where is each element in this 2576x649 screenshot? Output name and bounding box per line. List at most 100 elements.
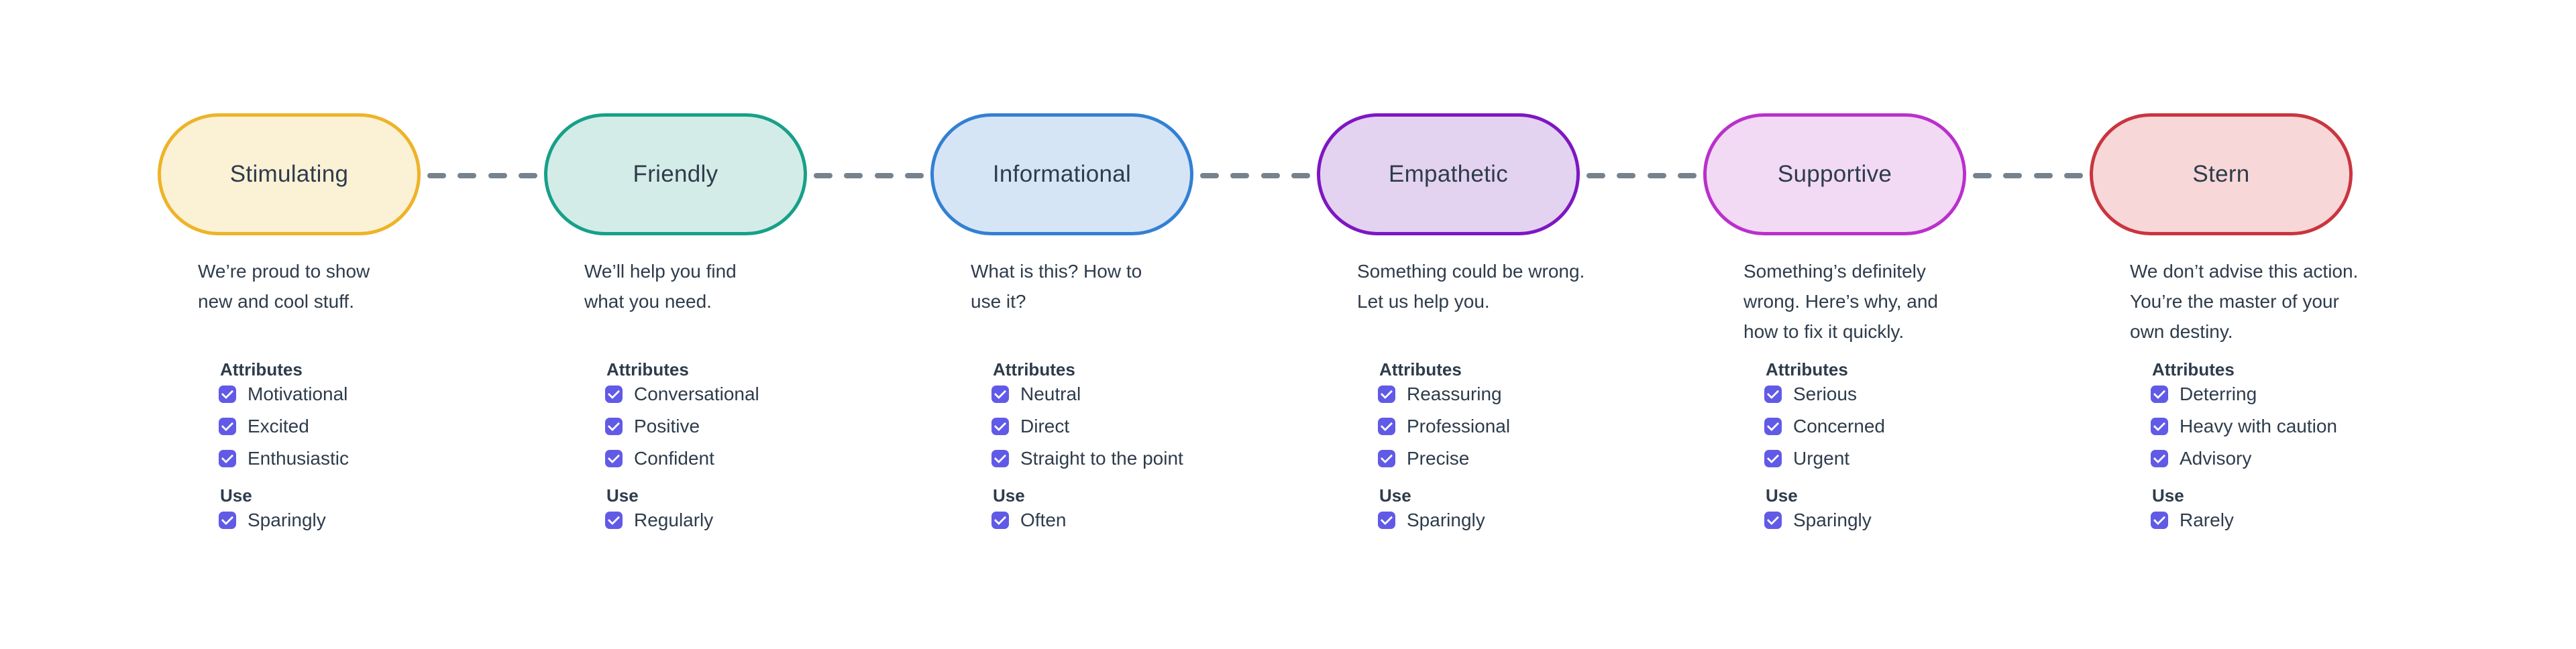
- checkbox-checked-icon[interactable]: [219, 512, 236, 529]
- dashed-connector: [814, 173, 924, 178]
- checkmark-icon: [1766, 451, 1780, 464]
- use-heading: Use: [2152, 485, 2184, 506]
- checkbox-checked-icon[interactable]: [2151, 450, 2168, 467]
- use-label-text: Sparingly: [1793, 510, 1872, 530]
- attribute-row: Neutral: [991, 384, 1193, 404]
- use-list: Sparingly: [1378, 510, 1580, 530]
- attribute-row: Serious: [1764, 384, 1966, 404]
- use-heading: Use: [1766, 485, 1798, 506]
- checkbox-checked-icon[interactable]: [2151, 386, 2168, 403]
- dash-segment: [904, 173, 924, 178]
- tone-name: Informational: [992, 161, 1132, 187]
- checkbox-checked-icon[interactable]: [1764, 512, 1782, 529]
- attribute-row: Enthusiastic: [219, 448, 421, 469]
- dash-segment: [427, 173, 446, 178]
- checkbox-checked-icon[interactable]: [991, 512, 1009, 529]
- attribute-row: Motivational: [219, 384, 421, 404]
- tone-name: Stimulating: [229, 161, 349, 187]
- dash-segment: [488, 173, 507, 178]
- attributes-list: Neutral Direct Straight to the point: [991, 384, 1193, 469]
- tone-column-informational: Informational What is this? How to use i…: [930, 113, 1193, 544]
- attribute-row: Advisory: [2151, 448, 2353, 469]
- checkmark-icon: [2153, 418, 2166, 432]
- dash-segment: [1587, 173, 1605, 178]
- checkmark-icon: [1766, 418, 1780, 432]
- checkbox-checked-icon[interactable]: [605, 512, 623, 529]
- attribute-label: Confident: [634, 448, 714, 469]
- checkbox-checked-icon[interactable]: [219, 386, 236, 403]
- dash-segment: [1973, 173, 1992, 178]
- use-heading: Use: [993, 485, 1025, 506]
- attribute-row: Excited: [219, 416, 421, 436]
- checkbox-checked-icon[interactable]: [1378, 386, 1395, 403]
- dash-segment: [2063, 173, 2083, 178]
- checkbox-checked-icon[interactable]: [991, 450, 1009, 467]
- attributes-heading: Attributes: [1766, 359, 1848, 379]
- checkbox-checked-icon[interactable]: [219, 418, 236, 435]
- checkbox-checked-icon[interactable]: [1378, 512, 1395, 529]
- tone-pill-supportive: Supportive: [1703, 113, 1966, 235]
- attribute-label: Concerned: [1793, 416, 1885, 436]
- checkbox-checked-icon[interactable]: [1378, 418, 1395, 435]
- tone-name: Supportive: [1777, 161, 1892, 187]
- attribute-row: Professional: [1378, 416, 1580, 436]
- tone-description: We don’t advise this action. You’re the …: [2130, 261, 2359, 342]
- attributes-list: Conversational Positive Confident: [605, 384, 807, 469]
- dash-segment: [1260, 173, 1280, 178]
- checkmark-icon: [994, 386, 1007, 400]
- use-row: Rarely: [2151, 510, 2353, 530]
- attributes-list: Motivational Excited Enthusiastic: [219, 384, 421, 469]
- dashed-connector: [427, 173, 537, 178]
- dash-segment: [1230, 173, 1250, 178]
- checkbox-checked-icon[interactable]: [991, 386, 1009, 403]
- checkbox-checked-icon[interactable]: [605, 418, 623, 435]
- checkmark-icon: [1380, 418, 1393, 432]
- tone-columns: Stimulating We’re proud to show new and …: [158, 113, 2358, 544]
- checkbox-checked-icon[interactable]: [991, 418, 1009, 435]
- checkbox-checked-icon[interactable]: [2151, 418, 2168, 435]
- dash-segment: [2003, 173, 2023, 178]
- dash-segment: [458, 173, 477, 178]
- attribute-label: Straight to the point: [1020, 448, 1183, 469]
- attribute-row: Heavy with caution: [2151, 416, 2353, 436]
- checkbox-checked-icon[interactable]: [219, 450, 236, 467]
- dash-segment: [844, 173, 863, 178]
- dashed-connector: [1973, 173, 2083, 178]
- checkmark-icon: [1380, 512, 1393, 526]
- tone-description: We’re proud to show new and cool stuff.: [198, 261, 370, 312]
- checkbox-checked-icon[interactable]: [1764, 418, 1782, 435]
- checkmark-icon: [607, 451, 621, 464]
- checkbox-checked-icon[interactable]: [1764, 386, 1782, 403]
- tone-description: What is this? How to use it?: [971, 261, 1142, 312]
- attribute-label: Motivational: [248, 384, 348, 404]
- checkbox-checked-icon[interactable]: [605, 450, 623, 467]
- dash-segment: [814, 173, 833, 178]
- dash-segment: [1617, 173, 1636, 178]
- attribute-row: Conversational: [605, 384, 807, 404]
- attribute-label: Professional: [1407, 416, 1511, 436]
- checkbox-checked-icon[interactable]: [1764, 450, 1782, 467]
- checkmark-icon: [221, 512, 234, 526]
- attribute-row: Confident: [605, 448, 807, 469]
- attributes-list: Reassuring Professional Precise: [1378, 384, 1580, 469]
- dash-segment: [2033, 173, 2053, 178]
- use-row: Sparingly: [1378, 510, 1580, 530]
- attributes-list: Deterring Heavy with caution Advisory: [2151, 384, 2353, 469]
- tone-pill-empathetic: Empathetic: [1317, 113, 1580, 235]
- tone-description: Something could be wrong. Let us help yo…: [1357, 261, 1585, 312]
- checkbox-checked-icon[interactable]: [2151, 512, 2168, 529]
- tone-column-supportive: Supportive Something’s definitely wrong.…: [1703, 113, 1966, 544]
- use-list: Sparingly: [1764, 510, 1966, 530]
- use-row: Sparingly: [219, 510, 421, 530]
- checkmark-icon: [1766, 512, 1780, 526]
- dash-segment: [1677, 173, 1697, 178]
- dash-segment: [518, 173, 537, 178]
- checkbox-checked-icon[interactable]: [605, 386, 623, 403]
- attributes-list: Serious Concerned Urgent: [1764, 384, 1966, 469]
- checkmark-icon: [994, 418, 1007, 432]
- checkmark-icon: [221, 386, 234, 400]
- checkmark-icon: [2153, 451, 2166, 464]
- attribute-label: Conversational: [634, 384, 759, 404]
- checkbox-checked-icon[interactable]: [1378, 450, 1395, 467]
